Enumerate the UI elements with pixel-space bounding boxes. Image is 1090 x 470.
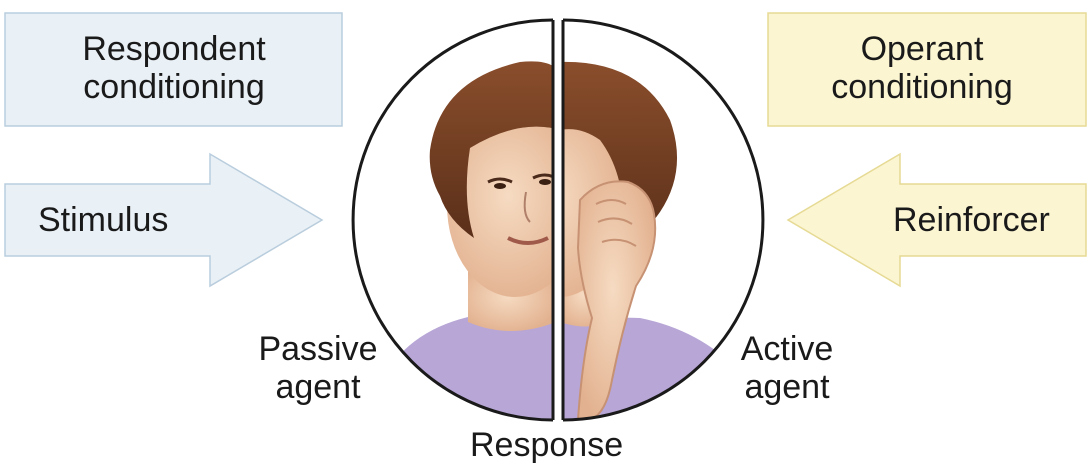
- passive-agent-line2: agent: [248, 368, 388, 406]
- operant-title-line1: Operant: [762, 30, 1082, 68]
- operant-title-line2: conditioning: [762, 68, 1082, 106]
- active-agent-label: Active agent: [722, 330, 852, 406]
- active-agent-line2: agent: [722, 368, 852, 406]
- respondent-conditioning-title: Respondent conditioning: [14, 30, 334, 106]
- passive-agent-line1: Passive: [248, 330, 388, 368]
- response-label: Response: [470, 426, 623, 464]
- active-agent-line1: Active: [722, 330, 852, 368]
- respondent-title-line1: Respondent: [14, 30, 334, 68]
- reinforcer-label: Reinforcer: [893, 201, 1050, 239]
- passive-agent-label: Passive agent: [248, 330, 388, 406]
- respondent-title-line2: conditioning: [14, 68, 334, 106]
- operant-conditioning-title: Operant conditioning: [762, 30, 1082, 106]
- stimulus-label: Stimulus: [38, 201, 168, 239]
